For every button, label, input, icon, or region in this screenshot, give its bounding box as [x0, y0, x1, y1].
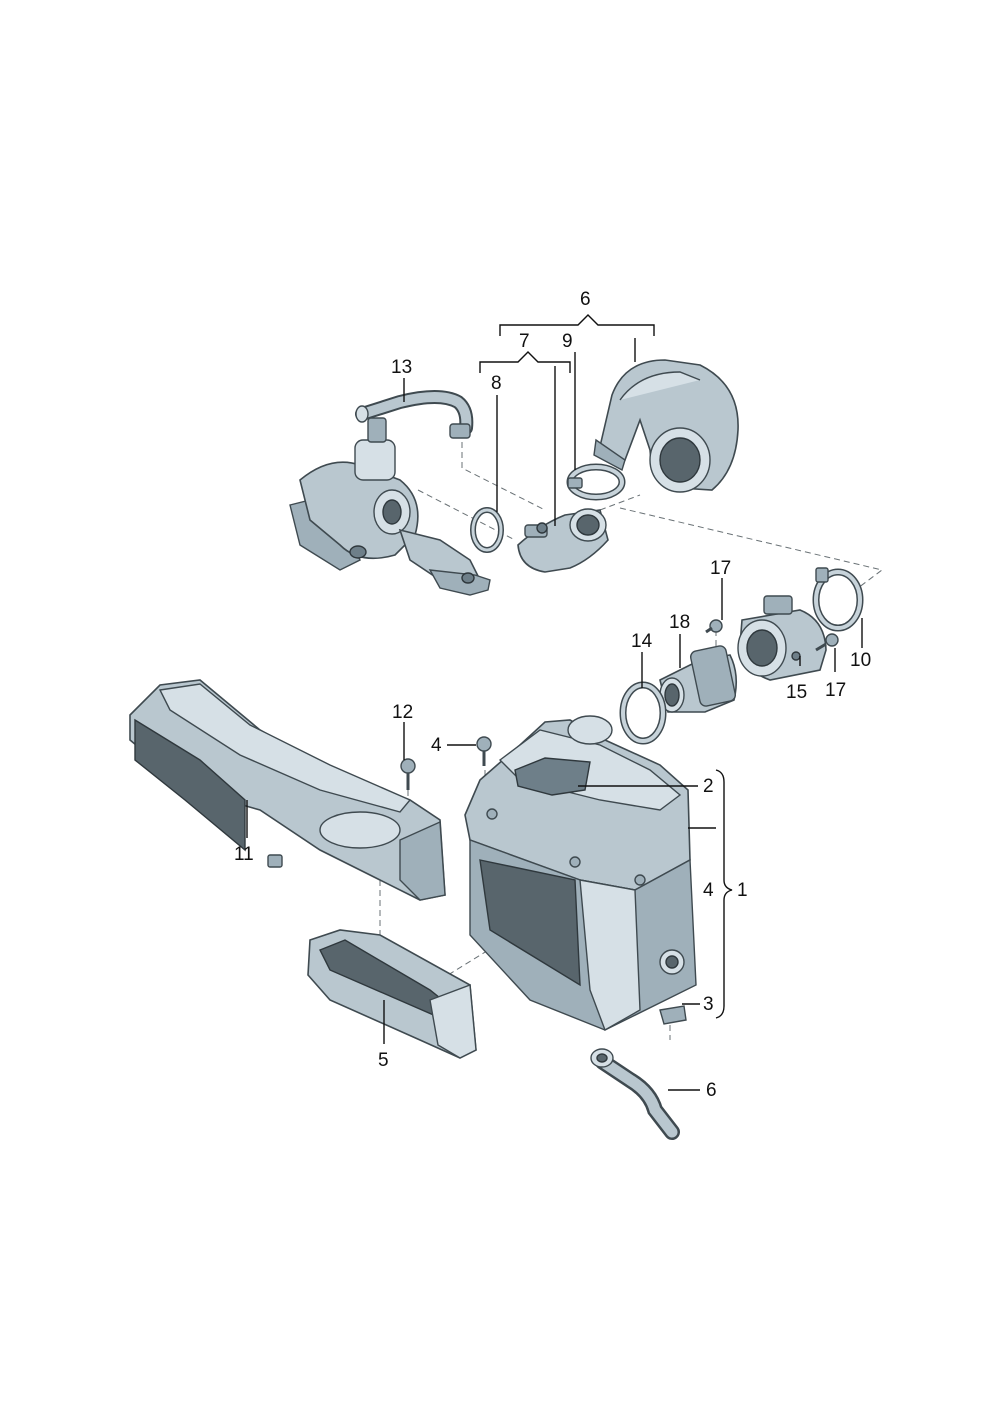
- callout-15: 14: [631, 631, 653, 652]
- callout-labels: 6 7 9 13 8 17 18 14 10 15 17 12 4 2 11 4…: [234, 289, 871, 1101]
- intake-hose-7: [593, 359, 739, 493]
- callout-10: 9: [562, 331, 573, 352]
- callout-4-side: 4: [703, 880, 714, 901]
- hose-clamp-10: [566, 463, 626, 501]
- screw-13: [400, 758, 416, 790]
- adapter-pipe-18: [659, 645, 738, 713]
- callout-17-top: 17: [710, 558, 731, 579]
- screws-17: [705, 619, 839, 652]
- callout-16: 15: [786, 682, 807, 703]
- callout-11: 10: [850, 650, 871, 671]
- elbow-hose-8: [517, 508, 609, 573]
- callout-14: 13: [391, 357, 412, 378]
- leader-lines: [246, 314, 863, 1091]
- callout-17-right: 17: [825, 680, 846, 701]
- callout-9: 8: [491, 373, 502, 394]
- hose-clamp-11: [812, 567, 864, 632]
- callout-6: 6: [706, 1080, 717, 1101]
- callout-4-top: 4: [431, 735, 442, 756]
- air-mass-meter-16: [737, 595, 827, 681]
- inlet-connector-5: [307, 929, 477, 1059]
- callout-18: 18: [669, 612, 690, 633]
- breather-hose-part: [355, 390, 474, 439]
- callout-3: 3: [703, 994, 714, 1015]
- callout-2: 2: [703, 776, 714, 797]
- turbocharger-assembly: [289, 417, 491, 596]
- callout-13: 12: [392, 702, 413, 723]
- fasteners-3-4: [476, 736, 687, 1025]
- drain-hose-6: [590, 1048, 680, 1140]
- callout-5: 5: [378, 1050, 389, 1071]
- air-filter-housing-1: [464, 715, 697, 1032]
- o-ring-9: [470, 507, 504, 553]
- callout-1: 1: [737, 880, 748, 901]
- callout-12: 11: [234, 844, 254, 865]
- gasket-15: [619, 681, 667, 745]
- callout-7: 6: [580, 289, 591, 310]
- air-intake-duct-12: [129, 679, 446, 901]
- callout-8: 7: [519, 331, 530, 352]
